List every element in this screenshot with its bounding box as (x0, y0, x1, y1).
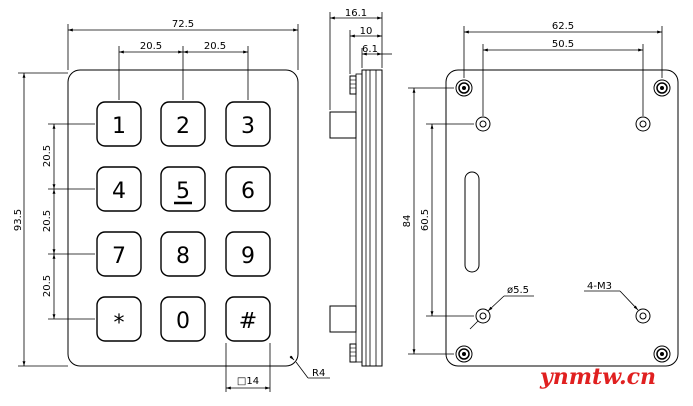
back-screw-top-right (653, 79, 671, 97)
dim-screw-spec (584, 290, 639, 311)
back-height-label: 84 (402, 215, 413, 228)
side-plate-inner (355, 73, 363, 363)
back-width-label: 62.5 (552, 21, 574, 32)
dim-back-width (463, 26, 663, 78)
dim-front-pitch-x (118, 46, 249, 100)
front-view: 1 2 3 4 5 6 7 8 9 * 0 # 72.5 2 (13, 19, 330, 392)
back-hole-bottom-left (475, 308, 491, 324)
key-grid: 1 2 3 4 5 6 7 8 9 * 0 # (96, 101, 271, 342)
dim-key-size (225, 343, 271, 392)
key-8[interactable]: 8 (160, 231, 206, 277)
back-inner-width-label: 50.5 (552, 39, 574, 50)
pitch-x-label-1: 20.5 (140, 41, 162, 52)
back-screw-bottom-right (653, 345, 671, 363)
back-plate-outline (445, 69, 679, 367)
back-screw-bottom-left (455, 345, 473, 363)
key-star[interactable]: * (96, 296, 142, 342)
back-hole-top-left (475, 116, 491, 132)
key-8-label: 8 (176, 244, 190, 269)
key-hash[interactable]: # (225, 296, 271, 342)
side-label-2: 10 (360, 26, 373, 37)
key-4-label: 4 (112, 179, 126, 204)
back-screw-top-left (455, 79, 473, 97)
back-inner-height-label: 60.5 (420, 209, 431, 231)
side-boss-top (329, 111, 357, 139)
pitch-x-label-2: 20.5 (204, 41, 226, 52)
key-0[interactable]: 0 (160, 296, 206, 342)
key-7[interactable]: 7 (96, 231, 142, 277)
dim-front-width (67, 24, 299, 70)
key-0-label: 0 (176, 309, 190, 334)
key-4[interactable]: 4 (96, 166, 142, 212)
key-7-label: 7 (112, 244, 126, 269)
screw-spec-label: 4-M3 (587, 281, 612, 292)
dim-hole-diameter (469, 295, 534, 330)
key-star-label: * (114, 311, 125, 336)
dim-front-pitch-y (48, 123, 95, 320)
corner-radius-label: R4 (312, 368, 325, 379)
back-view: 62.5 50.5 84 60.5 ø5.5 (402, 21, 679, 367)
front-height-label: 93.5 (13, 209, 24, 231)
side-label-1: 16.1 (345, 8, 367, 19)
key-6-label: 6 (241, 179, 255, 204)
side-boss-bottom (329, 305, 357, 333)
key-5-label: 5 (176, 179, 190, 204)
front-width-label: 72.5 (172, 19, 194, 30)
dim-back-inner-height (426, 123, 474, 317)
dim-back-height (408, 87, 454, 355)
key-5[interactable]: 5 (160, 166, 206, 212)
side-label-3: 6.1 (362, 44, 378, 55)
key-9[interactable]: 9 (225, 231, 271, 277)
watermark: ynmtw.cn (539, 364, 656, 390)
pitch-y-label-2: 20.5 (42, 210, 53, 232)
back-hole-bottom-right (635, 308, 651, 324)
key-3[interactable]: 3 (225, 101, 271, 147)
key-6[interactable]: 6 (225, 166, 271, 212)
side-plate-outer (361, 69, 383, 367)
dim-back-inner-width (482, 44, 644, 116)
dim-front-height (18, 72, 68, 367)
side-screw-bottom (349, 343, 357, 363)
pitch-y-label-1: 20.5 (42, 145, 53, 167)
key-9-label: 9 (241, 244, 255, 269)
pitch-y-label-3: 20.5 (42, 275, 53, 297)
back-hole-top-right (635, 116, 651, 132)
key-2[interactable]: 2 (160, 101, 206, 147)
side-view: 16.1 10 6.1 (329, 8, 392, 367)
key-1-label: 1 (112, 114, 126, 139)
dim-side (329, 12, 392, 110)
side-screw-top (349, 75, 357, 95)
key-2-label: 2 (176, 114, 190, 139)
hole-diameter-label: ø5.5 (507, 285, 529, 296)
key-1[interactable]: 1 (96, 101, 142, 147)
back-slot (464, 171, 480, 273)
key-size-label: □14 (237, 376, 259, 387)
key-3-label: 3 (241, 114, 255, 139)
key-hash-label: # (239, 309, 257, 334)
dim-corner-radius (289, 355, 330, 379)
